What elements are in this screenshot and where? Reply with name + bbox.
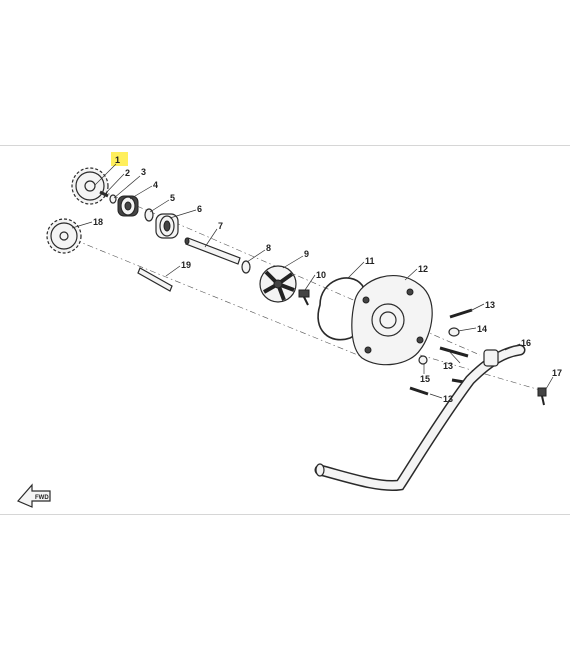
callout-1: 1 — [115, 155, 120, 165]
bolt-impeller — [298, 289, 310, 306]
callout-19: 19 — [181, 260, 191, 270]
fwd-arrow: FWD — [17, 483, 51, 508]
pin — [99, 190, 109, 198]
washer-small — [109, 194, 117, 204]
callout-17: 17 — [552, 368, 562, 378]
seal — [155, 213, 179, 239]
callout-3: 3 — [141, 167, 146, 177]
callout-12: 12 — [418, 264, 428, 274]
callout-6: 6 — [197, 204, 202, 214]
washer-impeller — [241, 260, 251, 274]
bolt-pipe — [537, 387, 547, 406]
pin-long — [137, 267, 173, 292]
callout-10: 10 — [316, 270, 326, 280]
callout-labels: 1 2 3 4 5 6 7 8 9 10 11 12 13 14 13 15 1 — [71, 152, 562, 404]
callout-2: 2 — [125, 168, 130, 178]
callout-13-middle: 13 — [443, 361, 453, 371]
washer-medium — [144, 208, 154, 222]
callout-14: 14 — [477, 324, 487, 334]
callout-15: 15 — [420, 374, 430, 384]
o-ring — [448, 327, 460, 337]
callout-highlight — [111, 152, 128, 166]
coolant-pipe — [314, 344, 526, 492]
callout-13-lower: 13 — [443, 394, 453, 404]
callout-16: 16 — [521, 338, 531, 348]
cover-bolts — [409, 308, 473, 396]
bearing — [117, 195, 139, 217]
callout-8: 8 — [266, 243, 271, 253]
callout-4: 4 — [153, 180, 158, 190]
fwd-text: FWD — [35, 495, 49, 501]
callout-11: 11 — [365, 256, 375, 266]
diagram-frame — [0, 145, 570, 515]
shaft — [184, 237, 241, 265]
callout-5: 5 — [170, 193, 175, 203]
callout-9: 9 — [304, 249, 309, 259]
gear-upper — [71, 167, 109, 205]
gear-lower — [46, 218, 82, 254]
callout-7: 7 — [218, 221, 223, 231]
callout-18: 18 — [93, 217, 103, 227]
o-ring-small — [418, 355, 428, 365]
impeller — [259, 265, 297, 303]
pump-cover — [351, 275, 433, 366]
callout-13-upper: 13 — [485, 300, 495, 310]
